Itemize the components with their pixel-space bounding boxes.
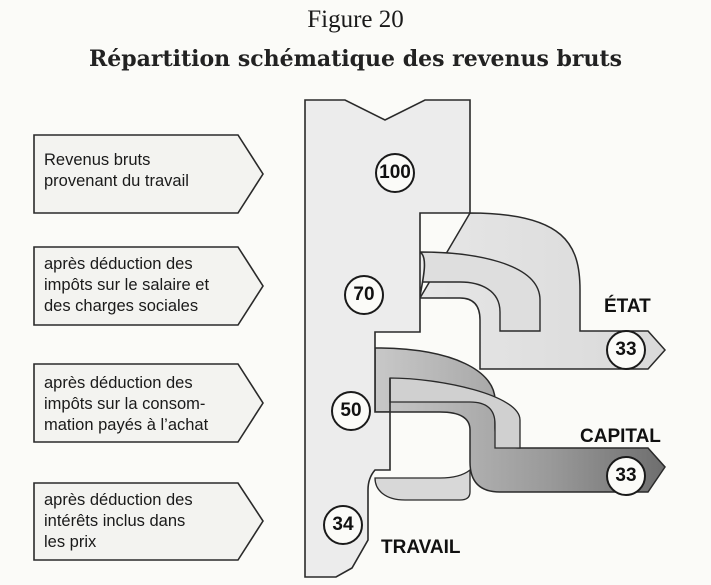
step-text-salaire: après déduction des impôts sur le salair… xyxy=(44,255,210,315)
step-text-revenus-bruts: Revenus bruts provenant du travail xyxy=(44,151,189,190)
step-box-revenus-bruts xyxy=(33,134,264,214)
main-income-column xyxy=(304,99,471,578)
value-circle-34 xyxy=(323,505,363,545)
figure-label: Figure 20 xyxy=(307,6,404,33)
value-circle-100 xyxy=(375,153,415,193)
value-circle-70 xyxy=(344,275,384,315)
value-circle-etat xyxy=(606,330,646,370)
label-etat: ÉTAT xyxy=(604,296,651,317)
step-box-interets xyxy=(33,482,264,561)
step-text-interets: après déduction des intérêts inclus dans… xyxy=(44,491,193,551)
value-circle-50 xyxy=(331,391,371,431)
flow-etat-inner xyxy=(419,251,541,332)
value-capital: 33 xyxy=(615,465,637,486)
step-box-consommation xyxy=(33,363,264,443)
value-70: 70 xyxy=(353,284,375,305)
step-box-salaire xyxy=(33,246,264,326)
value-100: 100 xyxy=(379,162,411,183)
label-travail: TRAVAIL xyxy=(381,537,461,558)
label-capital: CAPITAL xyxy=(580,426,661,447)
flow-capital-inner xyxy=(389,377,521,449)
value-34: 34 xyxy=(332,514,354,535)
diagram-title: Répartition schématique des revenus brut… xyxy=(88,46,623,72)
value-50: 50 xyxy=(340,400,362,421)
flow-etat-outer xyxy=(418,212,667,370)
flow-travail xyxy=(374,468,471,501)
value-etat: 33 xyxy=(615,339,637,360)
step-text-consommation: après déduction des impôts sur la consom… xyxy=(44,374,209,434)
value-circle-capital xyxy=(606,456,646,496)
